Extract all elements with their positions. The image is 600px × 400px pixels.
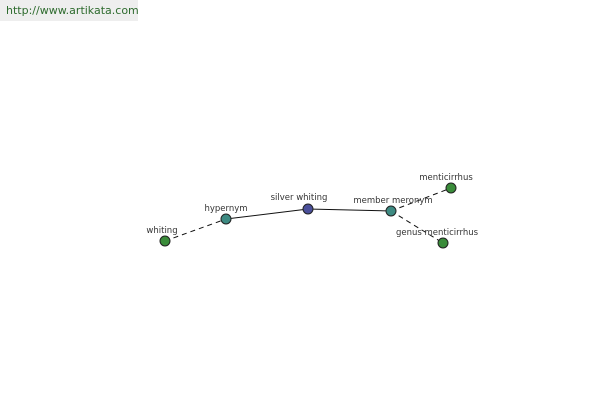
node-label-whiting: whiting [146,226,177,236]
node-circle-silver-whiting[interactable] [302,203,314,215]
node-label-silver-whiting: silver whiting [271,193,328,203]
edge-silver-whiting-to-member-meronym [307,208,392,212]
node-hypernym[interactable]: hypernym [204,204,248,225]
node-circle-whiting[interactable] [159,235,171,247]
site-url-link[interactable]: http://www.artikata.com [6,4,139,17]
node-menticirrhus[interactable]: menticirrhus [419,173,473,194]
node-circle-menticirrhus[interactable] [445,182,457,194]
edges-layer [164,187,452,244]
nodes-layer: whiting hypernym silver whiting member mero… [146,173,479,249]
node-label-member-meronym: member meronym [353,196,432,206]
edge-member-meronym-to-genus-menticirrhus [390,210,444,244]
edge-hypernym-to-silver-whiting [225,208,309,220]
node-circle-hypernym[interactable] [220,213,232,225]
url-bar: http://www.artikata.com [0,0,139,21]
node-silver-whiting[interactable]: silver whiting [271,193,328,215]
node-label-genus-menticirrhus: genus menticirrhus [396,228,479,238]
node-whiting[interactable]: whiting [146,226,178,247]
node-label-menticirrhus: menticirrhus [419,173,473,183]
edge-member-meronym-to-menticirrhus [390,187,452,212]
node-label-hypernym: hypernym [204,204,247,214]
node-member-meronym[interactable]: member meronym [353,196,433,217]
node-genus-menticirrhus[interactable]: genus menticirrhus [396,228,479,249]
node-circle-genus-menticirrhus[interactable] [437,237,449,249]
edge-whiting-to-hypernym [164,218,227,242]
node-circle-member-meronym[interactable] [385,205,397,217]
